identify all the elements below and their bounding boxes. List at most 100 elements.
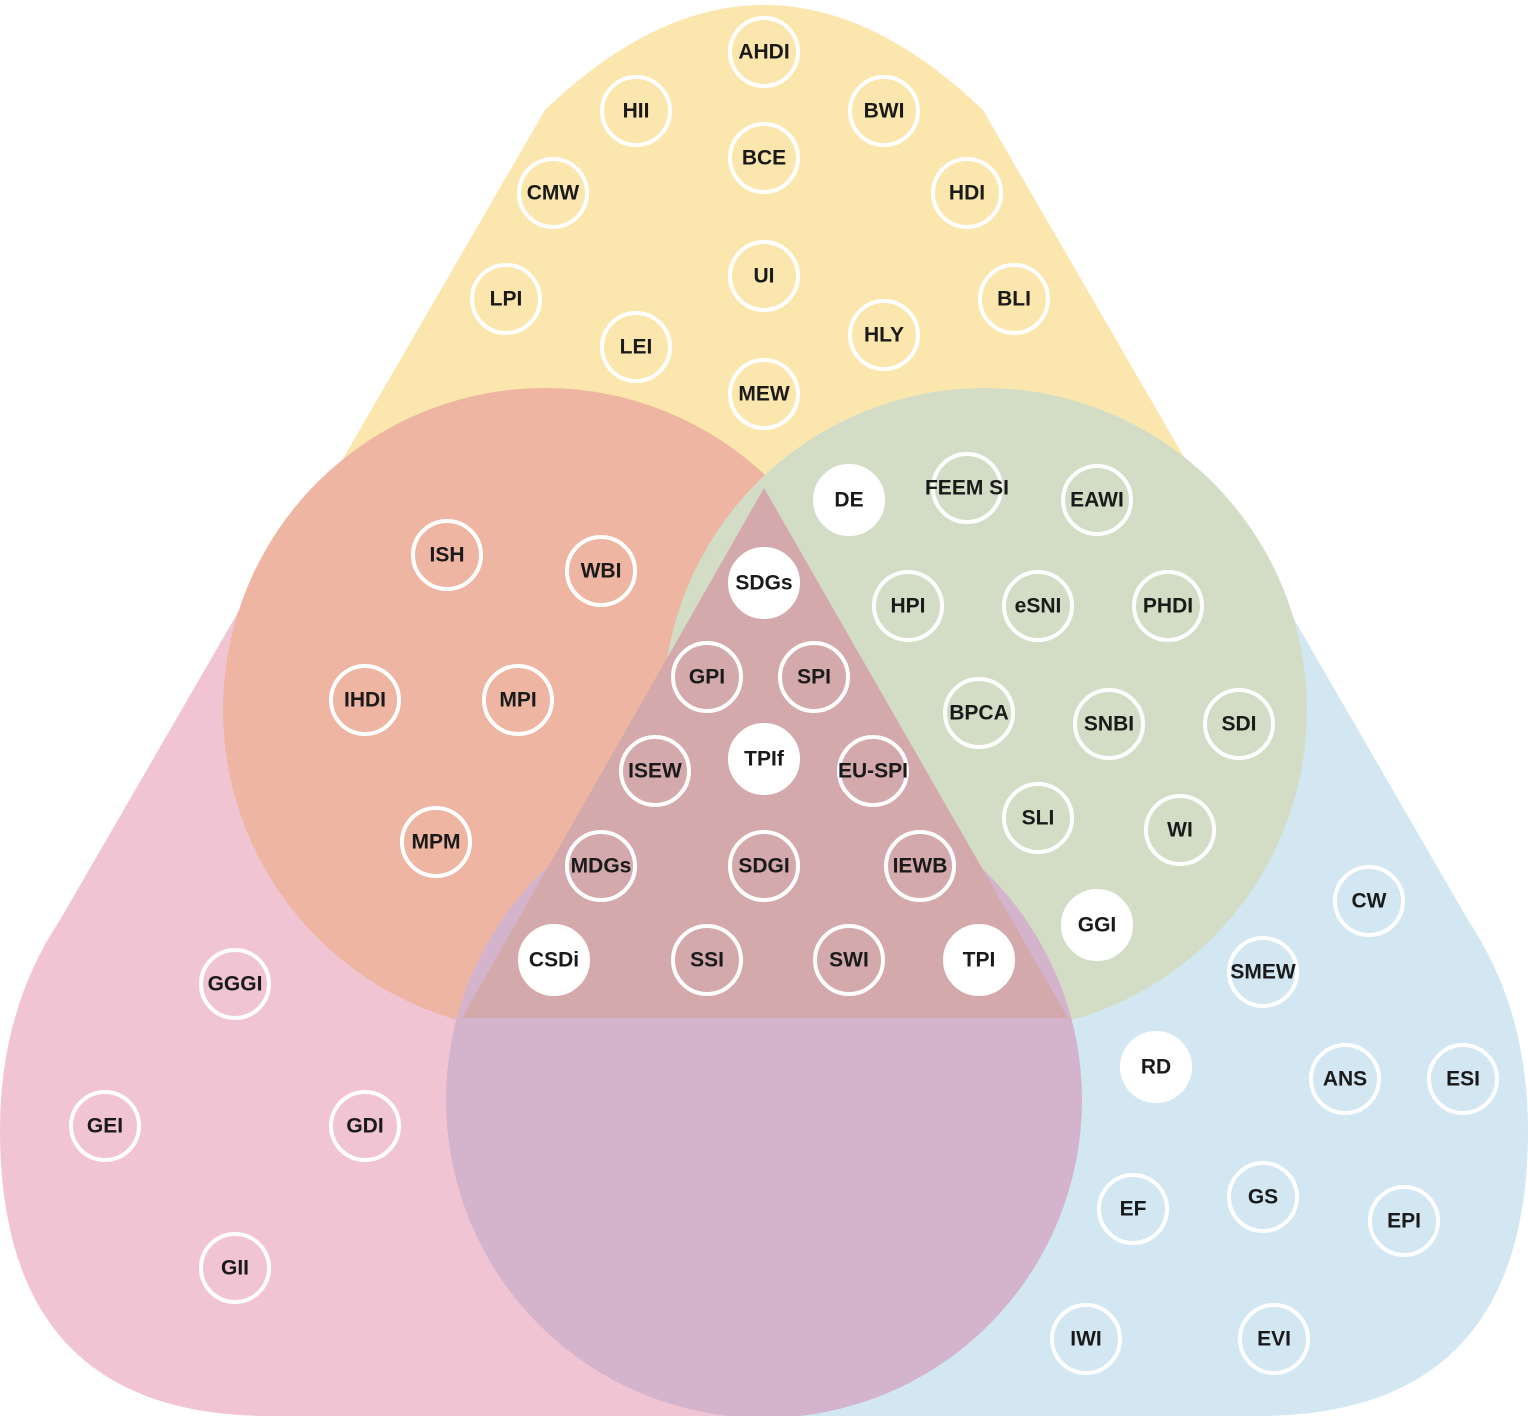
indicator-node-label: eSNI (1015, 595, 1062, 618)
indicator-node-circle (517, 157, 589, 229)
indicator-node-circle (837, 735, 909, 807)
indicator-node: HII (600, 75, 672, 147)
indicator-node: TPI (943, 924, 1015, 996)
indicator-node: GGGI (199, 948, 271, 1020)
indicator-node-circle (1368, 1185, 1440, 1257)
indicator-node: GEI (69, 1090, 141, 1162)
indicator-node-circle (470, 263, 542, 335)
indicator-node: GII (199, 1232, 271, 1304)
indicator-node-circle (482, 664, 554, 736)
indicator-node-circle (1203, 688, 1275, 760)
indicator-node: TPIf (728, 723, 800, 795)
indicator-node: IHDI (329, 664, 401, 736)
indicator-node: SMEW (1227, 936, 1299, 1008)
indicator-node-circle (728, 830, 800, 902)
indicator-node-circle (728, 122, 800, 194)
indicator-node-circle (813, 464, 885, 536)
indicator-node: IEWB (884, 830, 956, 902)
indicator-node-label: ESI (1446, 1068, 1480, 1091)
indicator-node: FEEM SI (925, 452, 1009, 524)
indicator-node-circle (400, 806, 472, 878)
indicator-node-label: FEEM SI (925, 477, 1009, 500)
indicator-node-label: HDI (949, 182, 985, 205)
indicator-node-label: UI (754, 265, 775, 288)
indicator-node-circle (518, 924, 590, 996)
indicator-node-label: ISEW (628, 760, 682, 783)
indicator-node: AHDI (728, 16, 800, 88)
indicator-node-label: SMEW (1230, 961, 1296, 984)
indicator-node: MEW (728, 358, 800, 430)
indicator-node-circle (671, 924, 743, 996)
indicator-node: SWI (813, 924, 885, 996)
indicator-node: LPI (470, 263, 542, 335)
indicator-node-circle (728, 547, 800, 619)
indicator-node: ISH (411, 519, 483, 591)
indicator-node-label: MDGs (571, 855, 632, 878)
indicator-node-circle (728, 723, 800, 795)
indicator-node-circle (943, 677, 1015, 749)
indicator-node-circle (1120, 1031, 1192, 1103)
indicator-node-circle (329, 664, 401, 736)
indicator-node-circle (1227, 936, 1299, 1008)
indicator-node-circle (728, 16, 800, 88)
indicator-node: SNBI (1073, 688, 1145, 760)
indicator-node-circle (1061, 464, 1133, 536)
indicator-node-circle (872, 570, 944, 642)
indicator-node-circle (848, 299, 920, 371)
indicator-node-label: GGI (1078, 914, 1117, 937)
indicator-node: SDGI (728, 830, 800, 902)
indicator-node-circle (329, 1090, 401, 1162)
indicator-node: SLI (1002, 782, 1074, 854)
indicator-node: ANS (1309, 1043, 1381, 1115)
indicator-node-label: CMW (527, 182, 580, 205)
indicator-node-circle (848, 75, 920, 147)
indicator-node: GDI (329, 1090, 401, 1162)
indicator-node-label: IHDI (344, 689, 386, 712)
indicator-node: CW (1333, 865, 1405, 937)
indicator-node-label: EU-SPI (838, 760, 908, 783)
indicator-node-label: SLI (1022, 807, 1055, 830)
indicator-node-label: AHDI (738, 41, 789, 64)
indicator-node-circle (199, 1232, 271, 1304)
indicator-node: GGI (1061, 889, 1133, 961)
indicator-node: SPI (778, 641, 850, 713)
indicator-node-label: IWI (1070, 1328, 1102, 1351)
indicator-node-label: SPI (797, 666, 831, 689)
indicator-node: GPI (671, 641, 743, 713)
indicator-node-label: CSDi (529, 949, 579, 972)
indicator-node-label: EVI (1257, 1328, 1291, 1351)
indicator-node: RD (1120, 1031, 1192, 1103)
indicator-node-label: BCE (742, 147, 786, 170)
indicator-node-circle (199, 948, 271, 1020)
indicator-node-label: EPI (1387, 1210, 1421, 1233)
indicator-node-circle (931, 452, 1003, 524)
indicator-node: LEI (600, 311, 672, 383)
indicator-node-label: GEI (87, 1115, 123, 1138)
indicator-node-label: HPI (890, 595, 925, 618)
indicator-node: SSI (671, 924, 743, 996)
indicator-node-label: GDI (346, 1115, 383, 1138)
indicator-node: EU-SPI (837, 735, 909, 807)
indicator-node-circle (943, 924, 1015, 996)
indicator-node-circle (884, 830, 956, 902)
indicator-node-label: LPI (490, 288, 523, 311)
indicator-node: SDGs (728, 547, 800, 619)
indicator-node: EPI (1368, 1185, 1440, 1257)
indicator-node: HLY (848, 299, 920, 371)
indicator-node-label: MPI (499, 689, 536, 712)
indicator-node-circle (1238, 1303, 1310, 1375)
indicator-node-circle (978, 263, 1050, 335)
indicator-node-circle (1050, 1303, 1122, 1375)
indicator-node-label: SDGs (735, 572, 792, 595)
indicator-node-label: BLI (997, 288, 1031, 311)
indicator-node-label: HII (623, 100, 650, 123)
indicator-node: CSDi (518, 924, 590, 996)
indicator-node-label: TPI (963, 949, 996, 972)
indicator-node-circle (671, 641, 743, 713)
indicator-node: EAWI (1061, 464, 1133, 536)
indicator-node: GS (1227, 1161, 1299, 1233)
indicator-node: BPCA (943, 677, 1015, 749)
indicator-node-circle (813, 924, 885, 996)
indicator-node: PHDI (1132, 570, 1204, 642)
indicator-node-circle (1073, 688, 1145, 760)
